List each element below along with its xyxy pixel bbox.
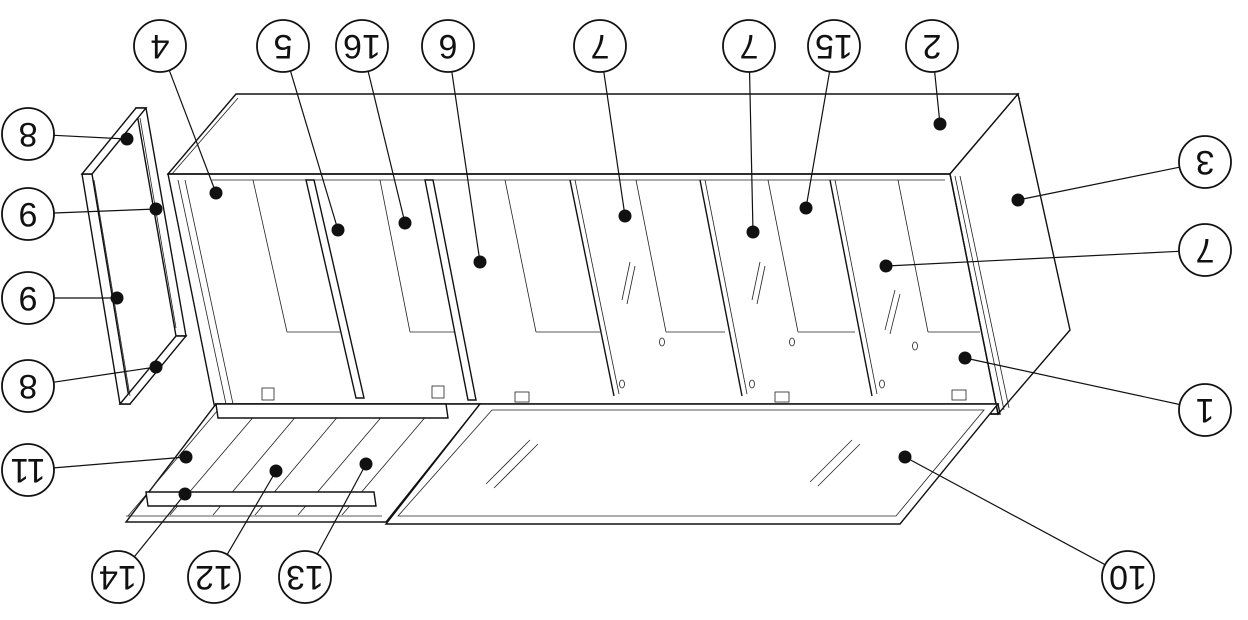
callout-number: 1 — [1196, 391, 1215, 429]
callout-number: 13 — [286, 558, 324, 596]
leader-dot — [473, 255, 487, 269]
callout-circle — [91, 550, 145, 604]
callout-number: 12 — [195, 558, 233, 596]
leader-dot — [209, 186, 223, 200]
hinges — [261, 385, 967, 403]
left-flap-door — [124, 403, 482, 523]
callout-circle — [133, 19, 187, 73]
callout-circle — [278, 550, 332, 604]
callout-number: 5 — [274, 27, 293, 65]
glass-shelf-3 — [829, 179, 873, 397]
glass-shelf-2 — [699, 179, 743, 397]
callout-circle — [335, 19, 389, 73]
callout-circle — [807, 19, 861, 73]
callout-circle — [1178, 135, 1232, 189]
leader-line — [451, 71, 481, 263]
front-rail — [145, 491, 377, 507]
leader-line — [748, 71, 754, 233]
callout-number: 14 — [99, 558, 137, 596]
cabinet-body — [166, 92, 1071, 416]
callout-number: 6 — [439, 27, 458, 65]
callout-circle — [1, 271, 55, 325]
callout-circle — [1178, 223, 1232, 277]
leader-dot — [110, 291, 124, 305]
callout-number: 8 — [19, 115, 38, 153]
callout-number: 7 — [591, 27, 610, 65]
leader-dot — [149, 202, 163, 216]
callout-circle — [1, 187, 55, 241]
callout-number: 16 — [343, 27, 381, 65]
callout-number: 11 — [10, 451, 45, 489]
callout-number: 9 — [19, 195, 38, 233]
leader-dot — [799, 201, 813, 215]
leader-line — [53, 366, 157, 383]
leader-dot — [879, 259, 893, 273]
leader-line — [805, 71, 831, 209]
callout-circle — [1, 107, 55, 161]
leader-dot — [398, 216, 412, 230]
leader-dot — [933, 117, 947, 131]
leader-line — [934, 71, 941, 125]
leader-line — [133, 493, 186, 558]
leader-dot — [149, 360, 163, 374]
callout-number: 10 — [1109, 558, 1147, 596]
leader-dot — [746, 225, 760, 239]
leader-line — [904, 456, 1106, 566]
leader-line — [367, 71, 406, 224]
leader-line — [885, 250, 1180, 267]
exploded-frame — [80, 107, 188, 405]
leader-dot — [179, 450, 193, 464]
leader-line — [603, 71, 626, 217]
callout-circle — [1101, 550, 1155, 604]
leader-dot — [331, 223, 345, 237]
leader-dot — [120, 132, 134, 146]
leader-line — [53, 456, 187, 469]
callout-circle — [256, 19, 310, 73]
leader-dot — [359, 457, 373, 471]
callout-number: 7 — [1196, 231, 1215, 269]
divider-middle — [424, 179, 477, 401]
callout-circle — [1, 443, 55, 497]
callout-number: 15 — [815, 27, 853, 65]
leader-line — [1017, 166, 1180, 201]
callout-number: 8 — [19, 367, 38, 405]
callout-number: 7 — [740, 27, 759, 65]
callout-circle — [1, 359, 55, 413]
leader-dot — [269, 464, 283, 478]
callout-circle — [722, 19, 776, 73]
leader-dot — [178, 487, 192, 501]
leader-line — [53, 134, 128, 140]
right-glass-door — [384, 403, 1000, 525]
leader-dot — [618, 209, 632, 223]
callout-number: 2 — [923, 27, 942, 65]
leader-line — [168, 70, 217, 194]
leader-line — [964, 357, 1180, 406]
callout-number: 4 — [151, 27, 170, 65]
leader-line — [289, 70, 339, 231]
leader-line — [316, 463, 367, 555]
callout-circle — [905, 19, 959, 73]
callout-number: 9 — [19, 279, 38, 317]
top-panel — [166, 93, 1020, 175]
leader-dot — [1011, 193, 1025, 207]
callout-circle — [421, 19, 475, 73]
callout-circle — [187, 550, 241, 604]
back-rail — [215, 403, 449, 419]
leader-dot — [958, 351, 972, 365]
callout-number: 3 — [1196, 143, 1215, 181]
callout-circle — [1178, 383, 1232, 437]
leader-line — [53, 208, 157, 214]
divider-left — [305, 179, 365, 399]
glass-shelf-1 — [569, 179, 615, 397]
leader-dot — [898, 450, 912, 464]
leader-line — [226, 470, 277, 555]
callout-circle — [573, 19, 627, 73]
